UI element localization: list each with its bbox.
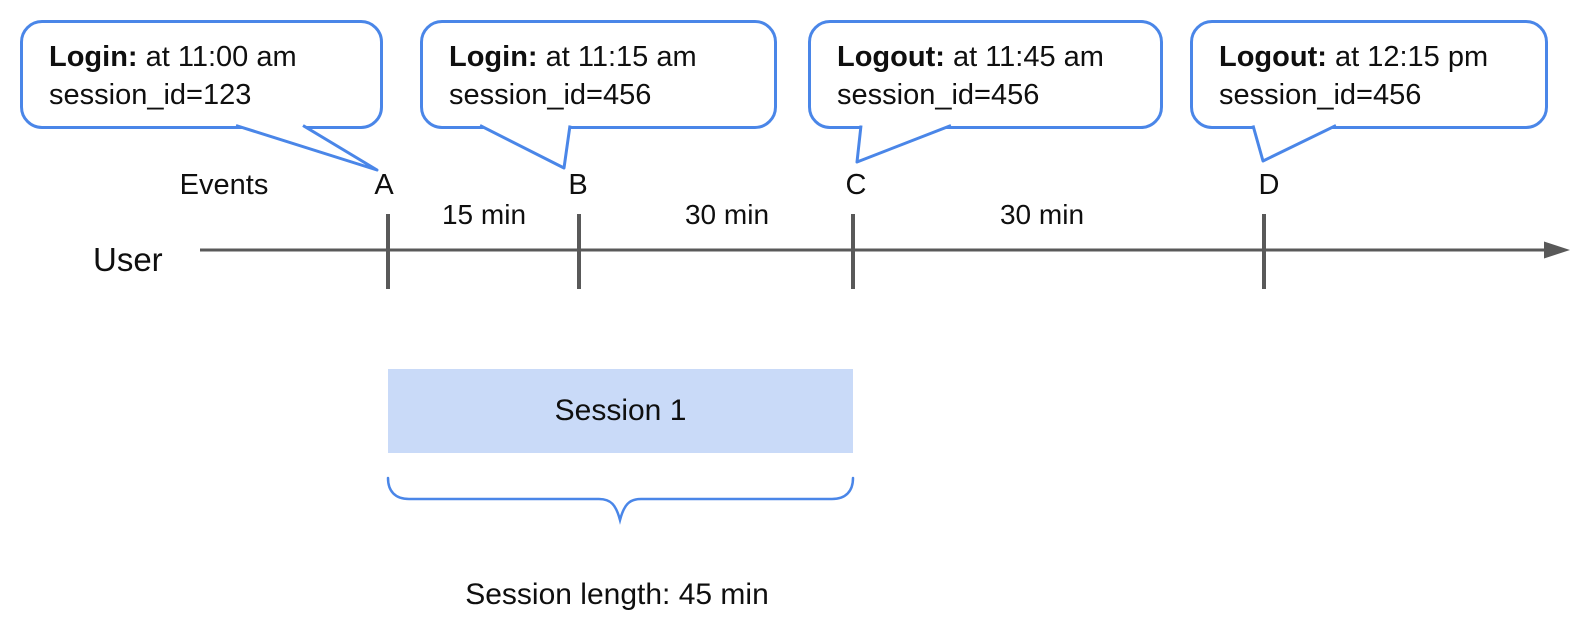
- event-time: at 12:15 pm: [1326, 41, 1489, 73]
- callout-login-a: Login: at 11:00 am session_id=123: [20, 20, 383, 129]
- session-1-label: Session 1: [554, 394, 687, 427]
- callout-login-b: Login: at 11:15 am session_id=456: [420, 20, 777, 129]
- event-action: Logout:: [1219, 41, 1327, 73]
- event-marker-b: B: [568, 169, 588, 201]
- event-action: Logout:: [837, 41, 945, 73]
- event-action: Login:: [449, 41, 538, 73]
- callout-event-line: Login: at 11:15 am: [449, 38, 764, 76]
- events-row-label: Events: [179, 169, 269, 201]
- callout-event-line: Login: at 11:00 am: [49, 38, 370, 76]
- timeline-arrowhead-icon: [1544, 241, 1570, 259]
- callout-logout-c: Logout: at 11:45 am session_id=456: [808, 20, 1163, 129]
- callout-tail-d: [1251, 124, 1337, 163]
- callout-session-line: session_id=456: [837, 79, 1040, 111]
- interval-label-cd: 30 min: [999, 199, 1085, 230]
- session-1-box: Session 1: [388, 369, 853, 453]
- event-action: Login:: [49, 41, 138, 73]
- event-time: at 11:45 am: [944, 41, 1104, 73]
- session-length-brace: [386, 476, 855, 525]
- interval-label-ab: 15 min: [441, 199, 527, 230]
- callout-event-line: Logout: at 11:45 am: [837, 38, 1150, 76]
- event-marker-a: A: [374, 169, 394, 201]
- callout-logout-d: Logout: at 12:15 pm session_id=456: [1190, 20, 1548, 129]
- callout-session-line: session_id=123: [49, 79, 252, 111]
- callout-session-line: session_id=456: [449, 79, 652, 111]
- event-marker-c: C: [845, 169, 867, 201]
- callout-event-line: Logout: at 12:15 pm: [1219, 38, 1535, 76]
- event-marker-d: D: [1258, 169, 1280, 201]
- session-length-label: Session length: 45 min: [465, 578, 769, 611]
- interval-label-bc: 30 min: [684, 199, 770, 230]
- callout-tail-c: [855, 124, 952, 164]
- user-row-label: User: [93, 241, 163, 278]
- event-time: at 11:00 am: [137, 41, 297, 73]
- callout-tail-a: [235, 124, 379, 172]
- callout-tail-b: [479, 124, 572, 170]
- callout-session-line: session_id=456: [1219, 79, 1422, 111]
- event-time: at 11:15 am: [537, 41, 697, 73]
